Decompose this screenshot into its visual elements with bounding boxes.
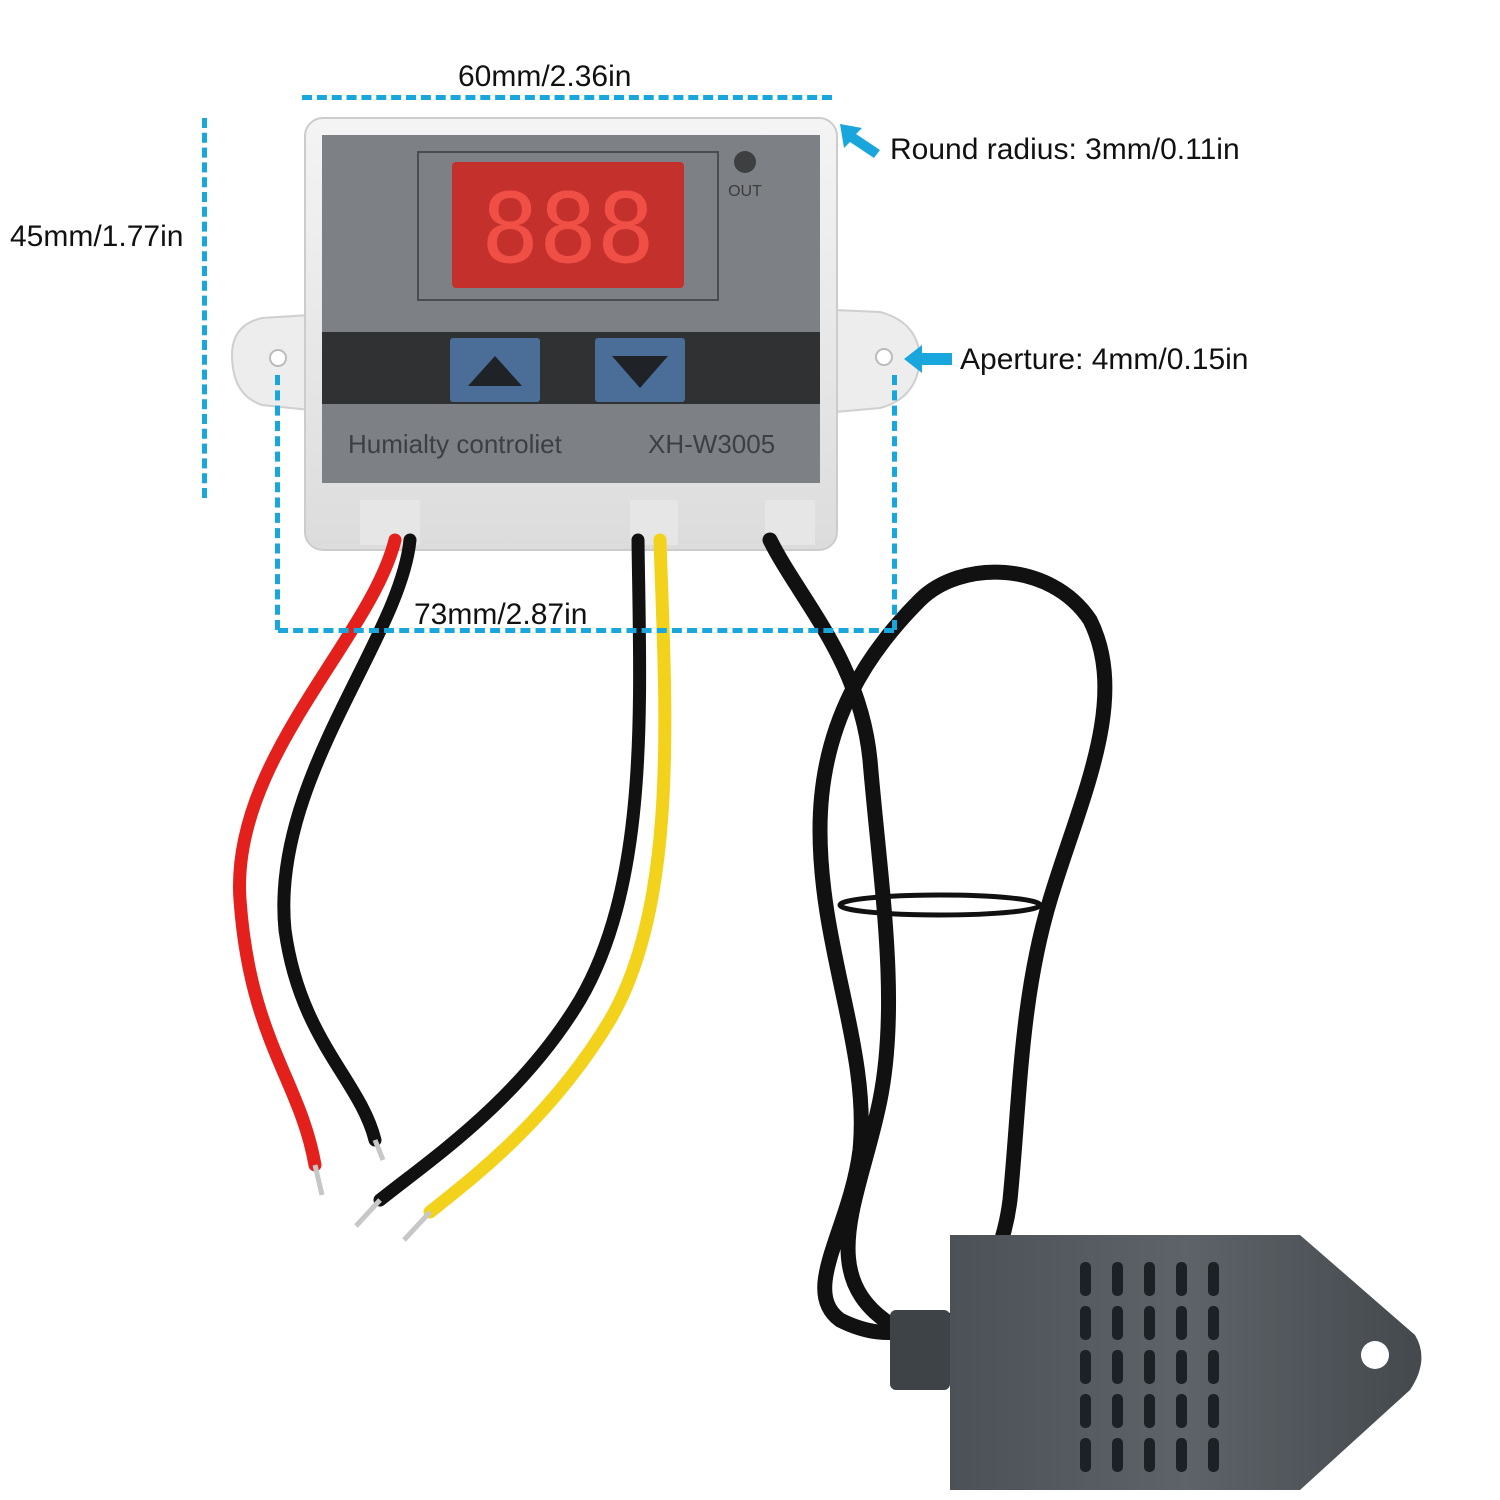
- display-digits: 888: [481, 173, 654, 285]
- sensor-vent-slots: [1080, 1262, 1219, 1472]
- sensor-cable: [762, 532, 1113, 1341]
- mounting-hole-left: [269, 349, 287, 367]
- sensor-mount-hole: [1361, 1341, 1389, 1369]
- round-radius-label: Round radius: 3mm/0.11in: [890, 133, 1240, 166]
- display-frame: [417, 151, 719, 301]
- dim-width-bottom-label: 73mm/2.87in: [414, 598, 588, 631]
- wire-tip-red: [312, 1164, 325, 1196]
- status-led-icon: [734, 151, 756, 173]
- arrow-aperture-icon: [904, 345, 952, 373]
- device-model: XH-W3005: [648, 429, 775, 459]
- arrow-up-icon: [468, 356, 522, 386]
- sensor-connector: [890, 1310, 950, 1390]
- dim-height-label: 45mm/1.77in: [10, 220, 184, 253]
- wire-black-middle: [373, 533, 647, 1207]
- cable-tie: [837, 892, 1043, 918]
- dim-width-bottom-right-line: [892, 375, 897, 630]
- wire-tip-yellow: [402, 1210, 432, 1242]
- arrow-down-icon: [612, 356, 668, 388]
- wire-tip-black-left: [372, 1139, 386, 1161]
- dim-width-top-line: [302, 95, 832, 100]
- wire-yellow: [423, 533, 672, 1219]
- wire-tip-black-middle: [354, 1198, 382, 1228]
- dim-width-bottom-line: [278, 628, 894, 633]
- dim-width-top-label: 60mm/2.36in: [458, 60, 632, 93]
- device-label: Humialty controliet: [348, 429, 563, 459]
- arrow-round-radius-icon: [840, 124, 880, 158]
- mounting-hole-right: [875, 348, 893, 366]
- aperture-label: Aperture: 4mm/0.15in: [960, 343, 1249, 376]
- button-strip: [322, 332, 820, 404]
- wire-red: [233, 533, 402, 1172]
- indicator-label: OUT: [728, 183, 762, 200]
- dim-height-line: [202, 118, 207, 498]
- led-display: [452, 162, 684, 288]
- dim-width-bottom-left-line: [275, 375, 280, 630]
